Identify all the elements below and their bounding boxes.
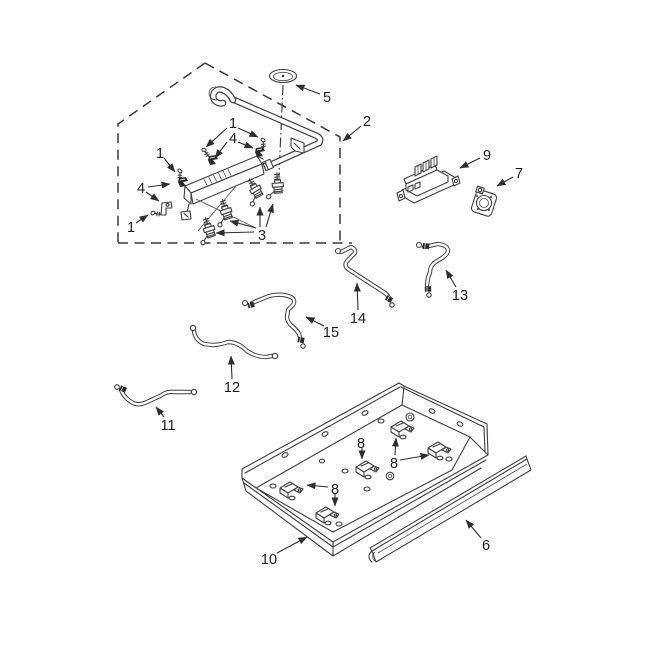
burner-bracket bbox=[355, 460, 380, 480]
leader-arrow-8 bbox=[392, 437, 399, 456]
leader-arrow-4 bbox=[145, 191, 160, 202]
mounting-bracket bbox=[160, 201, 173, 216]
manifold-hatch bbox=[203, 168, 232, 186]
assembly-boundary-dashed bbox=[117, 62, 352, 244]
leader-arrow-3 bbox=[265, 203, 274, 228]
leader-arrow-4 bbox=[147, 181, 171, 189]
callout-10-18: 10 bbox=[261, 552, 277, 568]
burner-box-pan bbox=[241, 382, 489, 557]
leader-arrow-15 bbox=[305, 316, 325, 327]
leader-arrow-12 bbox=[227, 355, 235, 380]
leader-arrow-1 bbox=[135, 214, 149, 224]
fasteners bbox=[149, 136, 270, 220]
burner-bracket bbox=[279, 481, 304, 501]
callout-6-19: 6 bbox=[482, 538, 490, 554]
burner-tube-15 bbox=[241, 292, 306, 349]
leader-arrow-8 bbox=[306, 482, 329, 490]
leader-arrow-2 bbox=[342, 125, 362, 142]
leader-arrow-7 bbox=[496, 176, 514, 187]
leader-arrow-11 bbox=[155, 406, 165, 418]
burner-tube-11 bbox=[114, 384, 198, 407]
leader-arrow-8 bbox=[399, 452, 430, 461]
screw bbox=[200, 147, 211, 158]
leader-arrow-14 bbox=[353, 282, 361, 311]
burner-tube-14 bbox=[334, 244, 395, 308]
leader-arrow-4 bbox=[214, 141, 228, 159]
callout-1-4: 1 bbox=[127, 220, 135, 236]
screw bbox=[149, 207, 162, 220]
leader-arrow-4 bbox=[237, 141, 254, 149]
trim-rail bbox=[368, 455, 532, 563]
leader-arrow-13 bbox=[445, 269, 457, 288]
leader-arrow-1 bbox=[163, 157, 176, 173]
callout-13-10: 13 bbox=[452, 288, 468, 304]
leader-arrow-1 bbox=[237, 127, 259, 138]
callout-8-15: 8 bbox=[357, 436, 365, 452]
callout-7-9: 7 bbox=[515, 166, 523, 182]
callout-11-14: 11 bbox=[160, 418, 175, 434]
burner-tube-12 bbox=[189, 324, 279, 360]
callout-1-0: 1 bbox=[229, 116, 237, 132]
callout-9-8: 9 bbox=[483, 148, 491, 164]
manifold-pipe-assembly bbox=[180, 86, 324, 232]
burner-tube-13 bbox=[415, 241, 451, 298]
leader-arrow-3 bbox=[215, 229, 255, 237]
callout-5-6: 5 bbox=[323, 90, 331, 106]
union-nut bbox=[261, 158, 275, 172]
leader-arrow-6 bbox=[465, 519, 482, 539]
callout-3-5: 3 bbox=[258, 228, 266, 244]
leader-arrow-1 bbox=[205, 127, 228, 148]
gas-valve bbox=[193, 215, 219, 246]
burner-bracket bbox=[315, 506, 340, 526]
spark-module bbox=[396, 155, 461, 204]
screw bbox=[257, 136, 270, 149]
callout-8-16: 8 bbox=[390, 456, 398, 472]
callout-12-13: 12 bbox=[224, 380, 240, 396]
leader-arrow-3 bbox=[229, 219, 257, 229]
callout-4-1: 4 bbox=[229, 131, 237, 147]
gas-valve bbox=[210, 197, 236, 228]
gas-valve bbox=[264, 172, 285, 200]
callout-14-11: 14 bbox=[350, 311, 366, 327]
callout-8-17: 8 bbox=[331, 482, 339, 498]
burner-bracket bbox=[390, 420, 415, 440]
spark-igniter-switch bbox=[470, 185, 498, 217]
leader-arrow-5 bbox=[295, 84, 321, 95]
callout-15-12: 15 bbox=[323, 325, 339, 341]
callout-2-7: 2 bbox=[363, 114, 371, 130]
leader-arrow-9 bbox=[459, 157, 481, 169]
pipe-bracket bbox=[290, 137, 305, 154]
callout-4-3: 4 bbox=[137, 181, 145, 197]
leader-arrow-10 bbox=[276, 536, 308, 554]
clip bbox=[254, 146, 266, 158]
callout-1-2: 1 bbox=[156, 146, 164, 162]
